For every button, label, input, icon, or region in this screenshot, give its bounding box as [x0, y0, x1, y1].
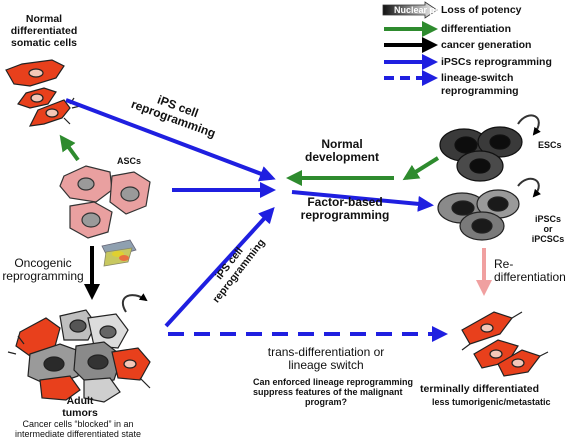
- ips-reprogramming-arrow-diagonal: [164, 207, 275, 328]
- adult-tumors-line-1: Adult: [66, 395, 94, 407]
- trans-diff-line-2: lineage switch: [288, 358, 364, 373]
- cancer-note-line-2: intermediate differentiated state: [15, 429, 141, 440]
- normal-dev-line-1: Normal: [321, 137, 363, 151]
- tumor-cells-icon: [7, 309, 151, 403]
- ipscs-line-3: iPCSCs: [531, 234, 565, 245]
- factor-based-label: Factor-based reprogramming: [290, 195, 400, 223]
- legend-lineage-label: lineage-switch: [441, 72, 514, 84]
- legend-lineage-label-2: reprogramming: [441, 85, 519, 97]
- oncogenic-line-2: reprogramming: [2, 269, 84, 284]
- esc-self-renewal-arrow: [517, 114, 541, 136]
- legend-cancer-label: cancer generation: [441, 39, 532, 51]
- normal-cells-label: Normal differentiated somatic cells: [4, 13, 84, 49]
- somatic-cells-icon: [5, 59, 81, 127]
- question-line-3: program?: [304, 397, 347, 408]
- normal-cells-line-3: somatic cells: [11, 36, 77, 49]
- oncogenic-transformation-icon: [101, 239, 137, 267]
- ipsc-self-renewal-arrow: [517, 177, 541, 198]
- normal-dev-line-2: development: [304, 150, 379, 165]
- asc-cells-icon: [59, 165, 151, 239]
- factor-based-line-1: Factor-based: [307, 195, 383, 209]
- cancer-cells-note: Cancer cells “blocked” in an intermediat…: [4, 419, 152, 439]
- terminal-label: terminally differentiated: [420, 383, 540, 395]
- question-label: Can enforced lineage reprogramming suppr…: [253, 377, 414, 408]
- factor-based-line-2: reprogramming: [300, 208, 390, 223]
- oncogenic-label: Oncogenic reprogramming: [0, 256, 86, 284]
- escs-label: ESCs: [538, 140, 562, 150]
- asc-differentiation-arrow: [59, 134, 80, 162]
- terminal-sub-label: less tumorigenic/metastatic: [432, 397, 551, 407]
- ascs-label: ASCs: [117, 156, 142, 166]
- ipscs-line-1: iPSCs: [534, 214, 561, 224]
- ips-reprogramming-arrow-top: [65, 98, 276, 182]
- legend-ipsc-label: iPSCs reprogramming: [441, 56, 552, 68]
- legend-graphics: [382, 1, 438, 86]
- trans-diff-line-1: trans-differentiation or: [267, 345, 385, 359]
- cancer-note-line-1: Cancer cells “blocked” in an: [22, 419, 134, 429]
- ipscs-label: iPSCs or iPCSCs: [530, 214, 566, 244]
- redifferentiation-line-1: Re-: [494, 257, 514, 271]
- terminal-cells-icon: [461, 311, 549, 377]
- redifferentiation-line-2: differentiation: [494, 270, 566, 285]
- trans-diff-label: trans-differentiation or lineage switch: [258, 345, 394, 373]
- adult-tumors-line-2: tumors: [62, 406, 98, 419]
- nuclear-potency-label: Nuclear potency: [394, 5, 465, 15]
- loss-of-potency-label: Loss of potency: [441, 4, 522, 16]
- normal-development-label: Normal development: [294, 137, 390, 165]
- question-line-1: Can enforced lineage reprogramming: [253, 377, 414, 387]
- normal-cells-line-2: differentiated: [10, 24, 78, 37]
- esc-differentiation-arrow: [402, 156, 440, 181]
- normal-cells-line-1: Normal: [25, 13, 63, 25]
- ipscs-line-2: or: [543, 224, 553, 235]
- redifferentiation-label: Re- differentiation: [494, 257, 566, 285]
- legend-differentiation-label: differentiation: [441, 23, 511, 35]
- adult-tumors-label: Adult tumors: [50, 395, 110, 420]
- esc-cells-icon: [439, 126, 523, 182]
- oncogenic-line-1: Oncogenic: [14, 256, 72, 270]
- ipsc-cells-icon: [437, 189, 520, 241]
- question-line-2: suppress features of the malignant: [253, 387, 403, 398]
- tumor-self-renewal-arrow: [121, 293, 148, 313]
- factor-based-reprogramming-arrow: [291, 190, 434, 212]
- nuclear-potency-arrow: [382, 1, 438, 19]
